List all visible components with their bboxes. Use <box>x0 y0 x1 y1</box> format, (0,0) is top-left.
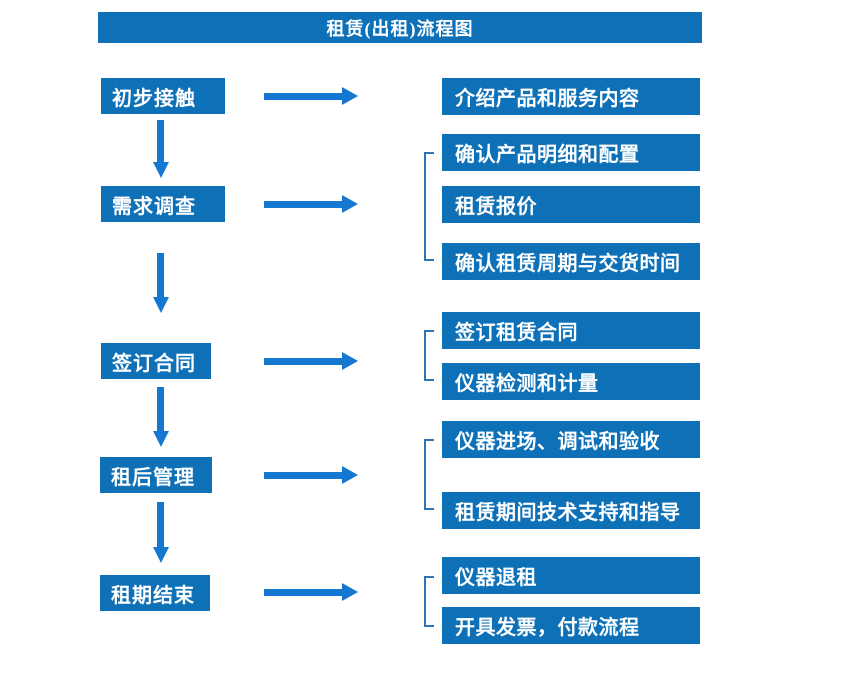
detail-label: 开具发票，付款流程 <box>455 617 640 639</box>
bracket-group-5 <box>424 576 434 627</box>
arrow-head <box>342 87 358 105</box>
arrow-head <box>152 297 169 313</box>
detail-box: 租赁期间技术支持和指导 <box>442 492 700 529</box>
detail-box: 确认租赁周期与交货时间 <box>442 243 700 280</box>
detail-box: 仪器进场、调试和验收 <box>442 421 700 458</box>
detail-box: 介绍产品和服务内容 <box>442 78 700 115</box>
detail-label: 租赁报价 <box>455 196 537 218</box>
detail-label: 仪器进场、调试和验收 <box>455 431 660 453</box>
right-arrow-1 <box>264 87 358 105</box>
arrow-head <box>342 583 358 601</box>
arrow-stem <box>157 120 164 162</box>
detail-box: 仪器检测和计量 <box>442 363 700 400</box>
stage-box-sign-contract: 签订合同 <box>101 343 211 379</box>
arrow-stem <box>264 471 342 479</box>
right-arrow-5 <box>264 583 358 601</box>
detail-box: 确认产品明细和配置 <box>442 134 700 171</box>
detail-label: 仪器退租 <box>455 567 537 589</box>
arrow-head <box>152 547 169 563</box>
arrow-head <box>152 431 169 447</box>
arrow-stem <box>157 387 164 431</box>
down-arrow-4 <box>152 502 169 563</box>
bracket-group-4 <box>424 439 434 510</box>
detail-label: 确认租赁周期与交货时间 <box>455 253 681 275</box>
right-arrow-4 <box>264 466 358 484</box>
stage-label: 初步接触 <box>112 87 196 110</box>
arrow-stem <box>264 588 342 596</box>
stage-label: 签订合同 <box>112 352 196 375</box>
down-arrow-2 <box>152 253 169 313</box>
bracket-group-2 <box>424 152 434 261</box>
arrow-head <box>342 466 358 484</box>
detail-label: 确认产品明细和配置 <box>455 144 640 166</box>
detail-label: 介绍产品和服务内容 <box>455 88 640 110</box>
right-arrow-3 <box>264 352 358 370</box>
detail-label: 租赁期间技术支持和指导 <box>455 502 681 524</box>
stage-label: 租后管理 <box>111 466 195 489</box>
stage-box-rental-end: 租期结束 <box>100 575 210 611</box>
bracket-group-3 <box>424 330 434 381</box>
arrow-head <box>342 195 358 213</box>
arrow-stem <box>264 357 342 365</box>
arrow-stem <box>264 200 342 208</box>
arrow-head <box>152 162 169 178</box>
detail-label: 仪器检测和计量 <box>455 373 599 395</box>
diagram-title: 租赁(出租)流程图 <box>326 18 474 39</box>
stage-label: 需求调查 <box>112 195 196 218</box>
arrow-stem <box>157 502 164 547</box>
stage-label: 租期结束 <box>111 584 195 607</box>
arrow-stem <box>157 253 164 297</box>
detail-box: 租赁报价 <box>442 186 700 223</box>
detail-box: 签订租赁合同 <box>442 312 700 349</box>
detail-box: 开具发票，付款流程 <box>442 607 700 644</box>
right-arrow-2 <box>264 195 358 213</box>
arrow-stem <box>264 92 342 100</box>
detail-label: 签订租赁合同 <box>455 322 578 344</box>
stage-box-post-rental-management: 租后管理 <box>100 457 212 493</box>
stage-box-initial-contact: 初步接触 <box>101 78 225 114</box>
diagram-title-bar: 租赁(出租)流程图 <box>98 12 702 43</box>
down-arrow-1 <box>152 120 169 178</box>
detail-box: 仪器退租 <box>442 557 700 594</box>
stage-box-demand-survey: 需求调查 <box>101 186 225 222</box>
down-arrow-3 <box>152 387 169 447</box>
arrow-head <box>342 352 358 370</box>
